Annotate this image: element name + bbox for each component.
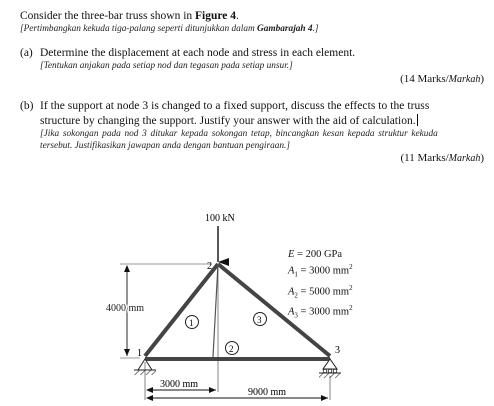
E-value: = 200 GPa xyxy=(294,249,343,260)
part-a-label: (a) xyxy=(20,47,33,59)
A3-subscript: 3 xyxy=(294,311,298,320)
marks-label-ms: Markah xyxy=(448,74,481,85)
property-E: E = 200 GPa xyxy=(288,248,353,261)
A2-unit-power: 2 xyxy=(349,283,353,292)
marks-label: (14 Marks/ xyxy=(400,73,449,85)
element-1-bar xyxy=(143,262,220,358)
intro-ms-suffix: .] xyxy=(312,24,319,34)
part-a-translation: [Tentukan anjakan pada setiap nod dan te… xyxy=(40,61,293,71)
roller-wheel-mid xyxy=(327,368,333,374)
part-b-label: (b) xyxy=(20,100,34,112)
intro-suffix: . xyxy=(236,10,239,22)
part-b-translation-line2: tersebut. Justifikasikan jawapan anda de… xyxy=(40,141,290,151)
property-A2: A2 = 5000 mm2 xyxy=(288,282,353,303)
A1-subscript: 1 xyxy=(294,270,298,279)
total-span-dimension-label: 9000 mm xyxy=(248,387,286,398)
element-2-label: 2 xyxy=(229,344,234,354)
element-2-circle xyxy=(225,341,239,355)
node-2-label: 2 xyxy=(207,261,212,272)
left-span-dimension-label: 3000 mm xyxy=(160,379,198,390)
element-3-circle xyxy=(253,312,267,326)
part-a-marks: (14 Marks/Markah) xyxy=(400,73,484,85)
property-A1: A1 = 3000 mm2 xyxy=(288,261,353,282)
part-b-question-line2-text: structure by changing the support. Justi… xyxy=(40,115,416,127)
figure-ref: Figure 4 xyxy=(195,10,237,22)
height-dimension-label: 4000 mm xyxy=(106,303,144,314)
element-1-circle xyxy=(185,315,199,329)
roller-wheel-left xyxy=(322,368,328,374)
marks-close-b: ) xyxy=(480,152,484,164)
figure-ref-ms: Gambarajah 4 xyxy=(257,24,313,34)
vertical-link xyxy=(212,263,219,358)
intro-translation: [Pertimbangkan kekuda tiga-palang sepert… xyxy=(20,24,319,34)
load-label: 100 kN xyxy=(205,213,235,224)
node-3-label: 3 xyxy=(335,345,340,356)
part-b-marks: (11 Marks/Markah) xyxy=(400,152,484,164)
roller-wheel-right xyxy=(332,368,338,374)
part-b-question-line2: structure by changing the support. Justi… xyxy=(40,114,418,127)
marks-label-ms-b: Markah xyxy=(448,153,481,164)
part-b-question-line1: If the support at node 3 is changed to a… xyxy=(40,100,430,112)
property-A3: A3 = 3000 mm2 xyxy=(288,302,353,323)
element-3-bar xyxy=(216,262,332,358)
part-b-translation-line1: [Jika sokongan pada nod 3 ditukar kepada… xyxy=(40,129,438,139)
element-3-label: 3 xyxy=(257,315,262,325)
E-symbol: E xyxy=(288,249,295,260)
A3-symbol: A xyxy=(288,306,295,318)
A2-subscript: 2 xyxy=(294,291,298,300)
A2-value: = 5000 mm xyxy=(297,286,350,298)
A3-unit-power: 2 xyxy=(349,304,353,313)
text-cursor xyxy=(416,114,418,126)
A1-value: = 3000 mm xyxy=(297,265,350,277)
A2-symbol: A xyxy=(288,286,295,298)
ground-hatch-node-3 xyxy=(319,373,341,378)
intro-text: Consider the three-bar truss shown in Fi… xyxy=(20,10,239,22)
marks-close: ) xyxy=(480,73,484,85)
marks-label-b: (11 Marks/ xyxy=(400,152,449,164)
material-properties: E = 200 GPa A1 = 3000 mm2 A2 = 5000 mm2 … xyxy=(288,248,353,323)
A1-symbol: A xyxy=(288,265,295,277)
part-a-question: Determine the displacement at each node … xyxy=(40,47,356,59)
A1-unit-power: 2 xyxy=(349,263,353,271)
intro-prefix: Consider the three-bar truss shown in xyxy=(20,10,196,22)
element-1-label: 1 xyxy=(189,318,194,328)
intro-ms-prefix: [Pertimbangkan kekuda tiga-palang sepert… xyxy=(20,24,258,34)
A3-value: = 3000 mm xyxy=(297,306,350,318)
node-1-label: 1 xyxy=(137,348,142,359)
